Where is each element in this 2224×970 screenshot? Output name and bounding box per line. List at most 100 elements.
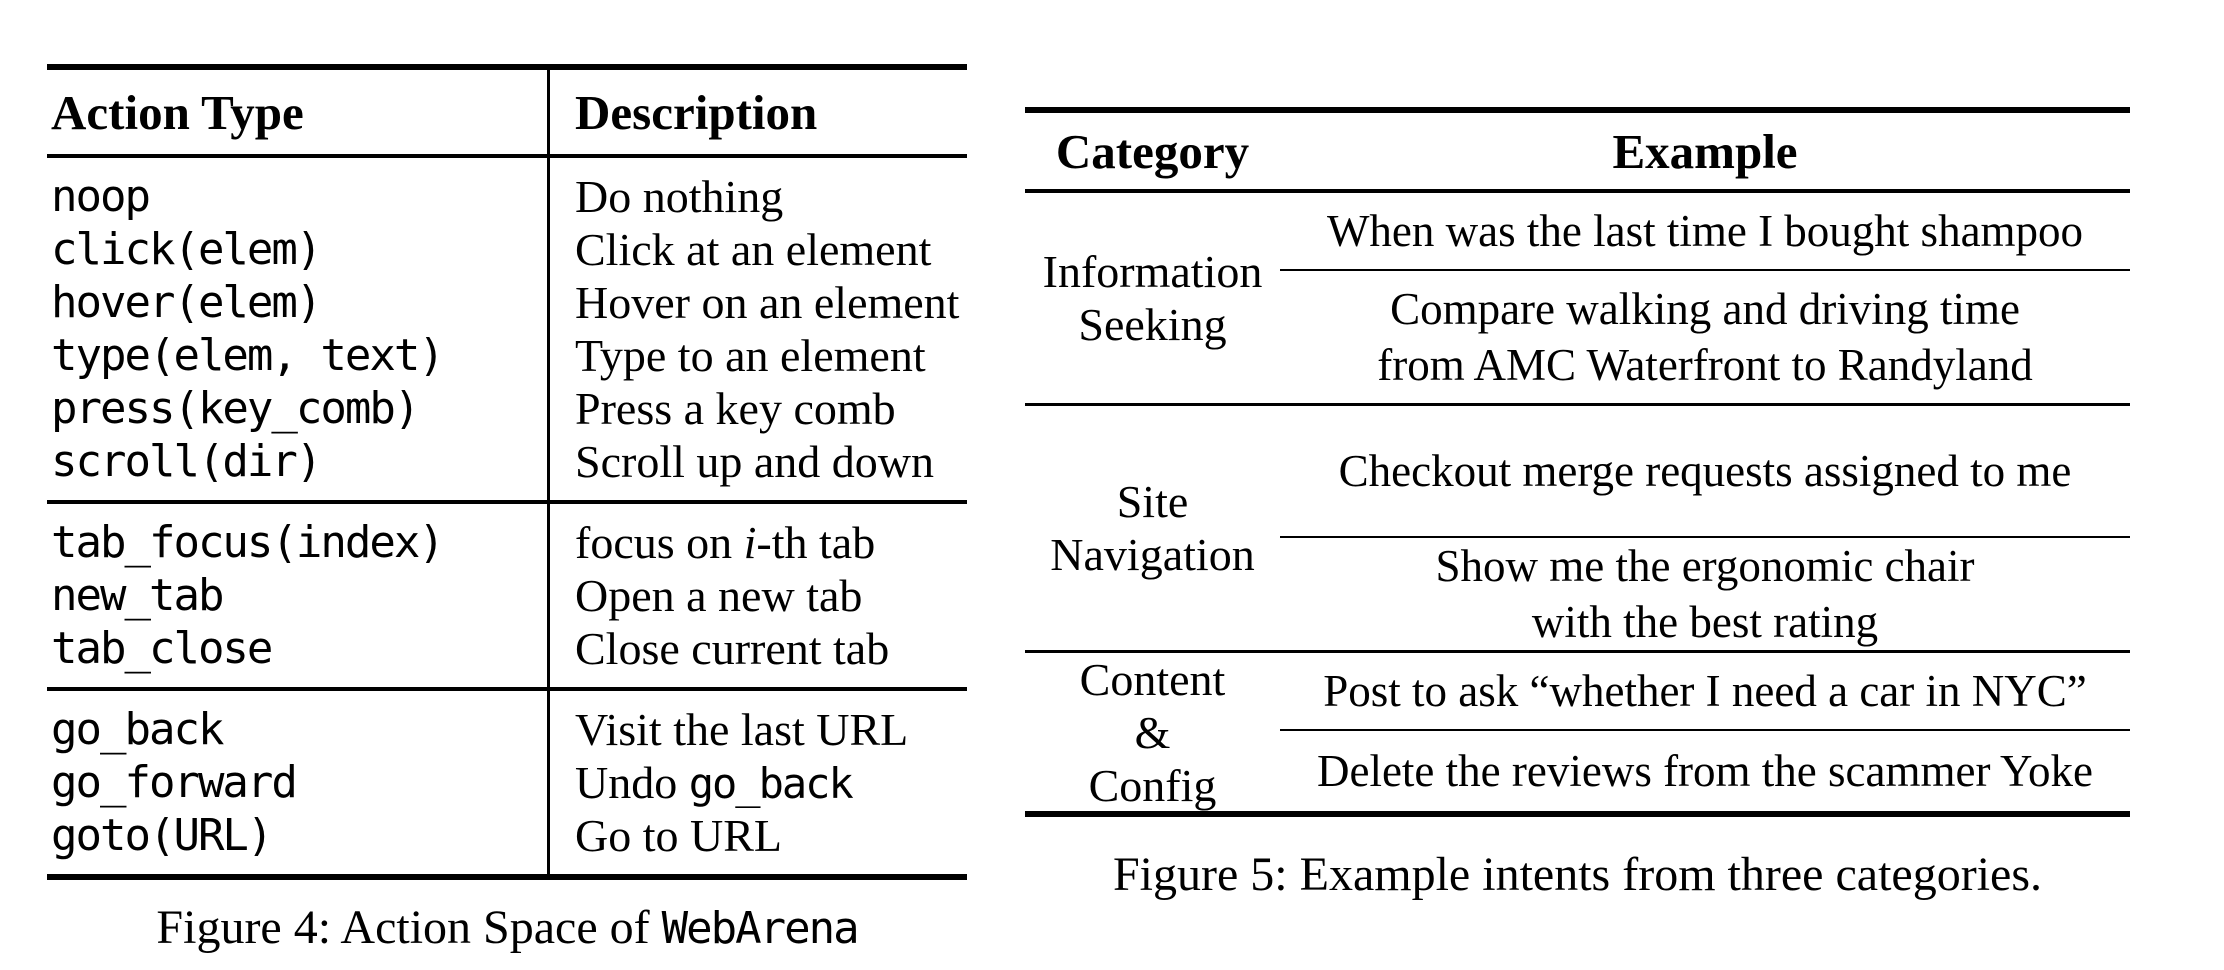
example-line: Show me the ergonomic chair [1435, 541, 1975, 591]
table-row: press(key_comb) Press a key comb [47, 382, 967, 435]
figure5-example-intents-table: Category Example Information Seeking Whe… [1025, 107, 2130, 902]
example-cell: Checkout merge requests assigned to me S… [1280, 406, 2130, 650]
column-divider [547, 70, 550, 154]
table-row: go_back Visit the last URL [47, 703, 967, 756]
action-type-cell: new_tab [51, 570, 224, 621]
category-line: Content [1079, 653, 1226, 705]
description-cell: Go to URL [547, 809, 967, 862]
column-divider [547, 691, 550, 874]
figure4-caption: Figure 4: Action Space of WebArena [47, 900, 967, 955]
table-row: tab_close Close current tab [47, 622, 967, 675]
action-type-cell: press(key_comb) [51, 383, 420, 434]
description-italic: i [743, 517, 757, 568]
category-group-content-config: Content & Config Post to ask “whether I … [1025, 653, 2130, 811]
action-type-cell: tab_close [51, 623, 273, 674]
table-row: type(elem, text) Type to an element [47, 329, 967, 382]
horizontal-rule [1025, 189, 2130, 193]
category-line: Navigation [1050, 529, 1255, 580]
example-line: Compare walking and driving time [1390, 284, 2020, 334]
figure4-action-space-table: Action Type Description noop Do nothing … [47, 64, 967, 955]
action-type-cell: tab_focus(index) [51, 517, 445, 568]
action-type-cell: noop [51, 171, 151, 222]
figure4-group-navigation-actions: go_back Visit the last URL go_forward Un… [47, 691, 967, 874]
example-line: Post to ask “whether I need a car in NYC… [1323, 666, 2087, 716]
table-row: goto(URL) Go to URL [47, 809, 967, 862]
description-cell: Close current tab [547, 622, 967, 675]
column-header-example: Example [1612, 123, 1798, 179]
description-cell: Open a new tab [547, 569, 967, 622]
action-type-cell: goto(URL) [51, 810, 273, 861]
figure4-header-row: Action Type Description [47, 70, 967, 154]
description-cell: Do nothing [547, 170, 967, 223]
description-cell: Click at an element [547, 223, 967, 276]
table-row: go_forward Undo go_back [47, 756, 967, 809]
column-header-category: Category [1055, 123, 1250, 179]
category-group-site-navigation: Site Navigation Checkout merge requests … [1025, 406, 2130, 650]
description-cell: Hover on an element [547, 276, 967, 329]
category-cell: Content & Config [1025, 653, 1280, 811]
horizontal-rule [47, 687, 967, 691]
description-text: Type to an element [575, 330, 926, 381]
description-text: Undo [575, 757, 689, 808]
example-divider-rule [1280, 536, 2130, 538]
example-cell: When was the last time I bought shampoo … [1280, 193, 2130, 403]
description-cell: Scroll up and down [547, 435, 967, 488]
figure4-group-element-actions: noop Do nothing click(elem) Click at an … [47, 158, 967, 500]
description-text: -th tab [756, 517, 876, 568]
example-line: from AMC Waterfront to Randyland [1377, 340, 2033, 390]
description-text: Hover on an element [575, 277, 960, 328]
horizontal-rule [1025, 650, 2130, 653]
example-item: When was the last time I bought shampoo [1280, 193, 2130, 269]
column-header-description: Description [575, 84, 818, 140]
description-cell: Undo go_back [547, 756, 967, 809]
table-row: noop Do nothing [47, 170, 967, 223]
description-cell: Press a key comb [547, 382, 967, 435]
action-type-cell: go_back [51, 704, 224, 755]
description-text: Visit the last URL [575, 704, 909, 755]
table-row: click(elem) Click at an element [47, 223, 967, 276]
category-cell: Site Navigation [1025, 406, 1280, 650]
example-line: When was the last time I bought shampoo [1326, 206, 2084, 256]
table-row: tab_focus(index) focus on i-th tab [47, 516, 967, 569]
description-text: Go to URL [575, 810, 782, 861]
horizontal-rule [47, 64, 967, 70]
description-cell: Type to an element [547, 329, 967, 382]
action-type-cell: go_forward [51, 757, 298, 808]
example-item: Checkout merge requests assigned to me [1280, 406, 2130, 536]
figure4-group-tab-actions: tab_focus(index) focus on i-th tab new_t… [47, 504, 967, 687]
action-type-cell: hover(elem) [51, 277, 322, 328]
description-text: Do nothing [575, 171, 784, 222]
description-text: Scroll up and down [575, 436, 935, 487]
figure5-caption: Figure 5: Example intents from three cat… [1112, 848, 2043, 901]
horizontal-rule [47, 874, 967, 880]
description-text: Click at an element [575, 224, 932, 275]
category-line: & [1134, 706, 1171, 758]
table-row: new_tab Open a new tab [47, 569, 967, 622]
description-cell: focus on i-th tab [547, 516, 967, 569]
example-divider-rule [1280, 729, 2130, 731]
category-line: Information [1042, 246, 1263, 297]
description-cell: Visit the last URL [547, 703, 967, 756]
example-line: Checkout merge requests assigned to me [1338, 446, 2072, 496]
horizontal-rule [47, 500, 967, 504]
action-type-cell: click(elem) [51, 224, 322, 275]
action-type-cell: type(elem, text) [51, 330, 445, 381]
description-text: Open a new tab [575, 570, 863, 621]
description-text: Press a key comb [575, 383, 896, 434]
figure5-header-row: Category Example [1025, 113, 2130, 189]
category-line: Seeking [1078, 299, 1227, 350]
description-text: focus on [575, 517, 744, 568]
example-divider-rule [1280, 269, 2130, 271]
horizontal-rule [47, 154, 967, 158]
column-divider [547, 504, 550, 687]
example-item: Post to ask “whether I need a car in NYC… [1280, 653, 2130, 729]
figure4-caption-text: Figure 4: Action Space of [156, 901, 662, 954]
example-line: Delete the reviews from the scammer Yoke [1316, 746, 2093, 796]
column-divider [547, 158, 550, 500]
horizontal-rule [1025, 107, 2130, 113]
table-row: scroll(dir) Scroll up and down [47, 435, 967, 488]
example-item: Show me the ergonomic chair with the bes… [1280, 538, 2130, 650]
horizontal-rule [1025, 811, 2130, 817]
category-line: Config [1088, 759, 1217, 811]
